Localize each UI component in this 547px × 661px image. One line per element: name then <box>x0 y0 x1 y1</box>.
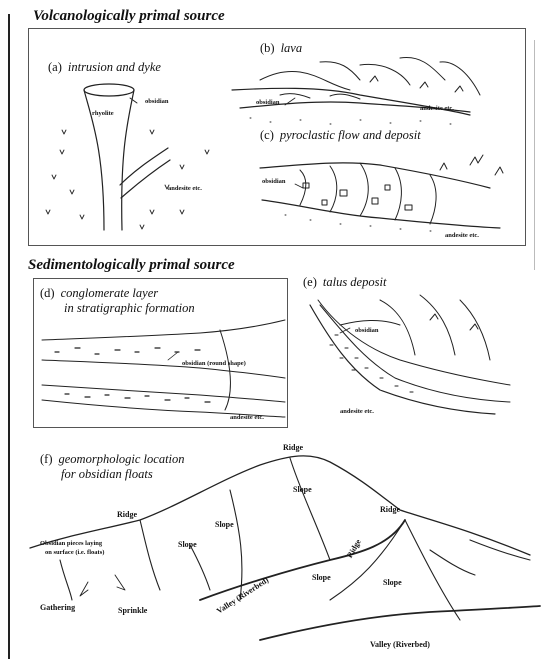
pieces-line1: Obsidian pieces laying <box>40 540 102 548</box>
panel-d-title-line2: in stratigraphic formation <box>64 301 195 316</box>
panel-a-letter: (a) <box>48 60 62 74</box>
panel-c-letter: (c) <box>260 128 274 142</box>
panel-b-andesite-label: andesite etc. <box>420 105 454 113</box>
slope-mid-label: Slope <box>215 520 234 530</box>
panel-d-obsidian-label: obsidian (round shape) <box>182 360 246 368</box>
panel-f-letter: (f) <box>40 452 53 466</box>
panel-c-obsidian-label: obsidian <box>262 178 286 186</box>
panel-f-drawing <box>30 456 540 640</box>
ridge-left-label: Ridge <box>117 510 137 520</box>
panel-b-title-text: lava <box>281 41 303 55</box>
panel-d-andesite-label: andesite etc. <box>230 414 264 422</box>
panel-a-obsidian-label: obsidian <box>145 98 169 106</box>
panel-a-drawing <box>46 84 209 230</box>
panel-e-drawing <box>310 295 510 414</box>
panel-c-andesite-label: andesite etc. <box>445 232 479 240</box>
panel-b-title: (b) lava <box>260 41 302 56</box>
panel-e-obsidian-label: obsidian <box>355 327 379 335</box>
panel-a-title: (a) intrusion and dyke <box>48 60 161 75</box>
panel-c-drawing <box>260 155 503 231</box>
panel-d-drawing <box>42 320 285 417</box>
rhyolite-label: rhyolite <box>92 110 114 118</box>
panel-d-title-line1: conglomerate layer <box>61 286 159 300</box>
panel-d-title: (d) conglomerate layer <box>40 286 158 301</box>
panel-f-title-line1: geomorphologic location <box>59 452 185 466</box>
panel-b-drawing <box>232 57 480 124</box>
panel-f-title-line2: for obsidian floats <box>61 467 153 482</box>
panel-c-title: (c) pyroclastic flow and deposit <box>260 128 421 143</box>
panel-f-title: (f) geomorphologic location <box>40 452 185 467</box>
pieces-line2: on surface (i.e. floats) <box>45 549 104 557</box>
panel-e-letter: (e) <box>303 275 317 289</box>
panel-e-title-text: talus deposit <box>323 275 387 289</box>
panel-c-title-text: pyroclastic flow and deposit <box>280 128 421 142</box>
gathering-label: Gathering <box>40 603 75 613</box>
panel-e-title: (e) talus deposit <box>303 275 386 290</box>
slope-right2-label: Slope <box>383 578 402 588</box>
panel-e-andesite-label: andesite etc. <box>340 408 374 416</box>
panel-a-andesite-label: andesite etc. <box>168 185 202 193</box>
sprinkle-label: Sprinkle <box>118 606 147 616</box>
panel-b-obsidian-label: obsidian <box>256 99 280 107</box>
ridge-top-label: Ridge <box>283 443 303 453</box>
ridge-right-label: Ridge <box>380 505 400 515</box>
slope-left-label: Slope <box>178 540 197 550</box>
valley-bottom-label: Valley (Riverbed) <box>370 640 430 650</box>
slope-right1-label: Slope <box>312 573 331 583</box>
slope-top-label: Slope <box>293 485 312 495</box>
panel-a-title-text: intrusion and dyke <box>68 60 161 74</box>
panel-b-letter: (b) <box>260 41 275 55</box>
panel-d-letter: (d) <box>40 286 55 300</box>
